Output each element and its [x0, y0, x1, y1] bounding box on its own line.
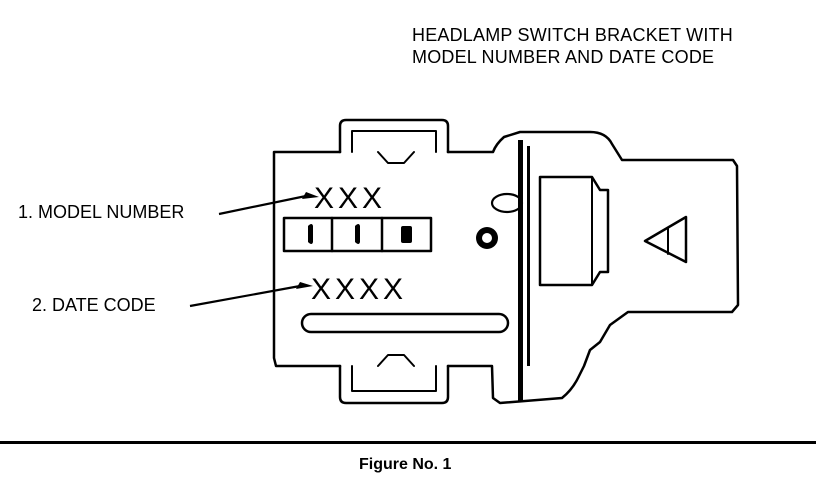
triangle-mount: [643, 215, 688, 264]
bracket-outline: [272, 130, 740, 405]
callout-model-number: 1. MODEL NUMBER: [18, 202, 185, 222]
diagram-title-line-1: HEADLAMP SWITCH BRACKET WITH: [412, 25, 733, 45]
diagram-title-line-2: MODEL NUMBER AND DATE CODE: [412, 47, 715, 67]
arrowhead-date-code: [296, 282, 313, 289]
divider-bar: [518, 140, 523, 402]
small-oval-hole: [490, 192, 524, 214]
connector-housing: [538, 175, 610, 287]
switch-marker-2: [355, 224, 360, 244]
top-tab: [338, 118, 450, 154]
figure-caption: Figure No. 1: [359, 456, 452, 473]
date-code-stamp: XXXX: [311, 273, 408, 306]
bottom-tab-notch: [377, 354, 415, 367]
leader-model-number: [218, 194, 307, 216]
bottom-tab: [338, 364, 450, 405]
switch-window: [282, 216, 433, 253]
arrowhead-model-number: [302, 192, 319, 199]
top-tab-notch: [377, 151, 415, 164]
top-tab-inner: [351, 130, 437, 153]
bottom-tab-inner: [351, 365, 437, 392]
callout-date-code: 2. DATE CODE: [32, 295, 156, 315]
model-number-stamp: XXX: [314, 182, 387, 215]
switch-marker-1: [308, 224, 313, 244]
separator-rule: [0, 441, 816, 444]
leader-date-code: [189, 284, 301, 308]
switch-marker-3: [401, 226, 412, 243]
bracket-slot: [300, 312, 510, 334]
